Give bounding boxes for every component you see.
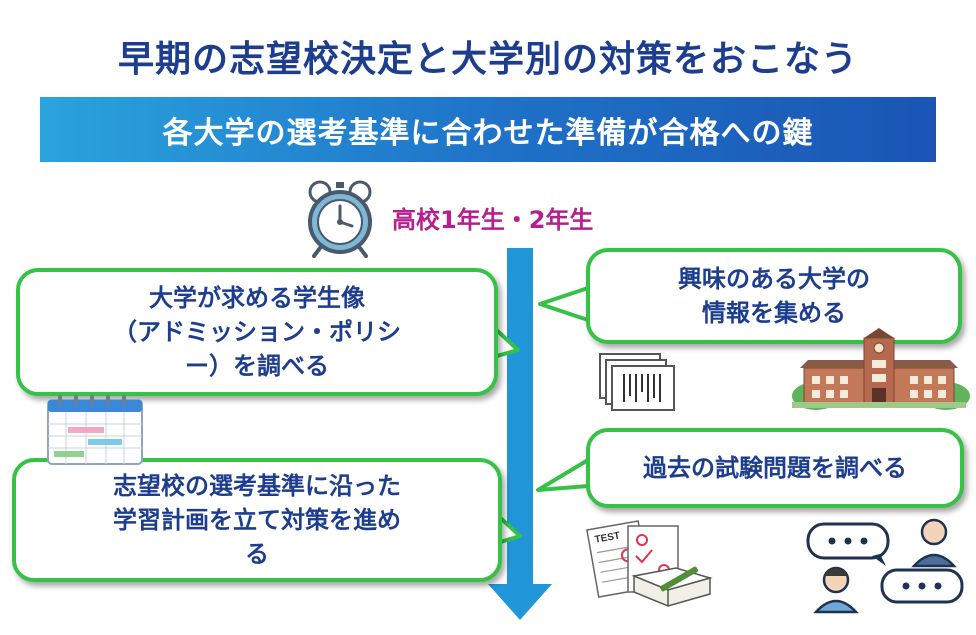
step-bubble-study-plan: 志望校の選考基準に沿った 学習計画を立て対策を進め る — [12, 458, 502, 582]
calendar-icon — [47, 395, 143, 465]
step-text-line: 大学が求める学生像 — [149, 284, 365, 312]
step-text-line: （アドミッション・ポリシ — [113, 318, 401, 346]
step-text-line: 志望校の選考基準に沿った — [113, 472, 401, 500]
step-bubble-past-exams: 過去の試験問題を調べる — [586, 428, 964, 508]
test-papers-icon: TEST — [586, 520, 713, 607]
step-text-line: 興味のある大学の — [678, 265, 870, 293]
consultation-icon — [806, 518, 964, 614]
step-bubble-gather-info: 興味のある大学の 情報を集める — [586, 248, 962, 344]
step-text-line: 学習計画を立て対策を進め — [113, 506, 401, 534]
documents-icon — [599, 353, 675, 411]
step-bubble-admission-policy: 大学が求める学生像 （アドミッション・ポリシ ー）を調べる — [16, 268, 498, 396]
university-building-icon — [792, 328, 970, 410]
alarm-clock-icon — [308, 180, 372, 258]
test-paper-label: TEST — [594, 530, 621, 545]
step-text-line: 情報を集める — [702, 299, 846, 327]
bubble-tail-2 — [538, 286, 594, 322]
bubble-tail-4 — [536, 458, 594, 492]
grade-label: 高校1年生・2年生 — [392, 206, 594, 234]
step-text-line: 過去の試験問題を調べる — [643, 454, 907, 482]
step-text-line: る — [245, 540, 269, 568]
step-text-line: ー）を調べる — [185, 352, 329, 380]
page-title: 早期の志望校決定と大学別の対策をおこなう — [117, 39, 858, 80]
subtitle-banner: 各大学の選考基準に合わせた準備が合格への鍵 — [40, 97, 936, 162]
